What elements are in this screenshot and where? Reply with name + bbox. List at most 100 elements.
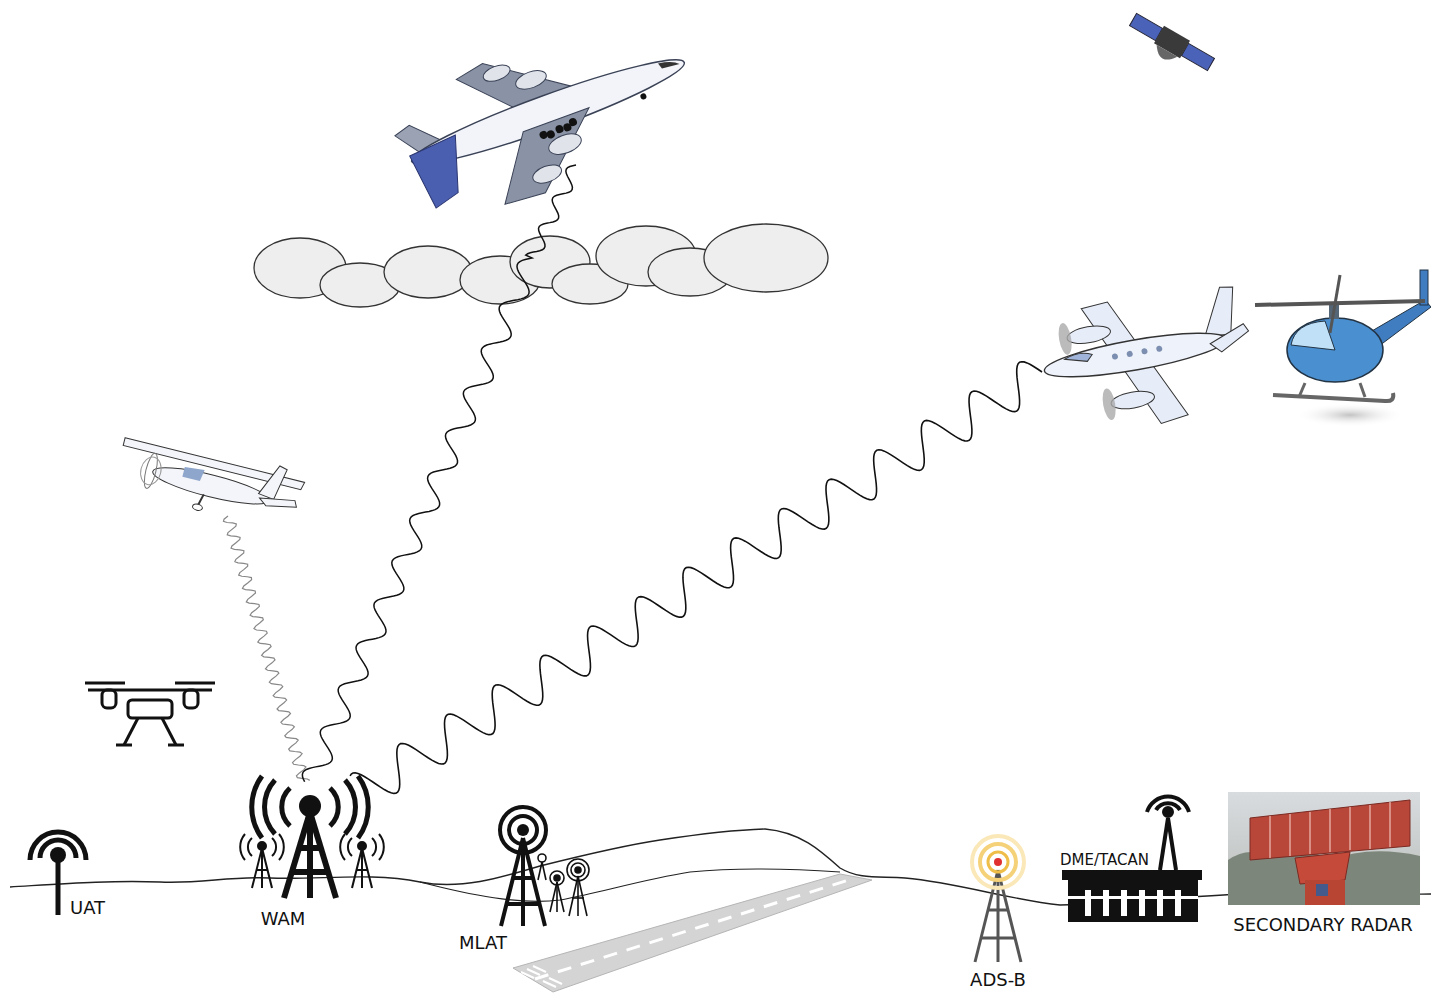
uat-antenna [30, 832, 86, 860]
wam-tower [258, 842, 266, 850]
airliner [640, 93, 648, 101]
drone [184, 690, 198, 708]
adsb-tower [988, 852, 1008, 872]
drone [128, 700, 172, 718]
light-plane [258, 492, 298, 513]
mlat-tower [509, 816, 537, 844]
wam-tower [299, 795, 321, 817]
light-plane [112, 428, 307, 534]
wam-tower [240, 834, 245, 860]
dme-tacan-station [1157, 890, 1163, 916]
wam-tower [252, 776, 369, 838]
signal-wave [350, 362, 1042, 794]
adsb-tower [972, 836, 1024, 962]
wam-tower [284, 812, 336, 898]
airliner [408, 135, 476, 210]
airliner [554, 124, 564, 134]
cloud-bank [384, 246, 472, 298]
mlat-tower [578, 876, 587, 916]
dme-tacan-station [1085, 890, 1091, 916]
twin-engine-plane [1126, 350, 1133, 357]
secondary-radar-photo [1349, 807, 1351, 850]
light-plane [150, 461, 272, 511]
light-plane [258, 463, 288, 501]
dme-tacan-station [1175, 890, 1181, 916]
twin-engine-plane [1111, 345, 1162, 360]
mlat-tower [550, 882, 557, 912]
terrain [10, 829, 1431, 905]
wam-tower [292, 869, 328, 875]
mlat-tower [569, 876, 578, 916]
uat-antenna [50, 847, 66, 863]
wam-tower [372, 838, 376, 856]
mlat-tower [572, 897, 584, 899]
signal-wave [223, 516, 309, 780]
radio-signals [223, 165, 1042, 793]
helicopter [1295, 403, 1405, 427]
twin-engine-plane [1141, 348, 1148, 355]
runway [549, 978, 562, 984]
mlat-tower [538, 854, 546, 862]
adsb-tower [981, 937, 1015, 940]
secondary-radar-photo [1270, 802, 1390, 858]
dme-tacan-station [1147, 797, 1189, 870]
wam-tower [345, 780, 355, 834]
wam-tower [252, 776, 262, 838]
dme-tacan-station [1068, 880, 1198, 922]
secondary-radar-photo [1228, 792, 1420, 905]
airliner [513, 67, 549, 93]
wam-tower [340, 834, 345, 860]
wam-tower [256, 869, 268, 871]
wam-tower [352, 848, 362, 888]
twin-engine-plane [1110, 388, 1156, 411]
wam-tower [261, 848, 263, 888]
light-plane [182, 465, 204, 481]
mlat-tower [500, 807, 546, 853]
wam-tower [307, 812, 313, 898]
drone [175, 682, 215, 685]
helicopter [1273, 393, 1393, 401]
mlat-tower [557, 882, 564, 912]
dme-tacan-station [1160, 818, 1168, 870]
drone [85, 682, 125, 685]
wam-tower [240, 776, 384, 898]
wam-tower [252, 848, 262, 888]
dme-tacan-station [1156, 803, 1180, 810]
satellite [1130, 13, 1163, 40]
dme-tacan-station [1168, 818, 1176, 870]
secondary-radar-photo [1309, 812, 1311, 854]
drone [102, 690, 116, 708]
mlat-tower [554, 875, 560, 881]
mlat-tower [500, 807, 589, 926]
twin-engine-plane [1208, 323, 1252, 354]
dme-tacan-station [1068, 896, 1198, 899]
wam-tower [361, 848, 363, 888]
runway [527, 969, 540, 975]
airliner [568, 117, 578, 127]
station-label: WAM [261, 909, 306, 929]
dme-tacan-station [1139, 890, 1145, 916]
wam-tower [265, 780, 275, 834]
airliner [658, 57, 680, 71]
drone [168, 744, 184, 747]
dme-tacan-station [1147, 797, 1189, 812]
wam-tower [262, 848, 272, 888]
secondary-radar-photo [1329, 809, 1331, 852]
wam-tower [358, 842, 366, 850]
secondary-radar-photo [1389, 802, 1391, 847]
airliner [484, 108, 611, 207]
mlat-tower [575, 867, 581, 873]
adsb-tower [994, 858, 1002, 866]
runway [513, 874, 872, 992]
helicopter [1255, 270, 1431, 427]
secondary-radar-photo [1295, 852, 1350, 884]
adsb-tower [988, 909, 1008, 912]
dme-tacan-station [1121, 890, 1127, 916]
drone [85, 683, 215, 745]
twin-engine-plane [1100, 387, 1117, 421]
station-label: UAT [70, 898, 105, 918]
secondary-radar-photo [1228, 792, 1420, 905]
wam-tower [248, 838, 252, 856]
mlat-tower [556, 882, 558, 912]
